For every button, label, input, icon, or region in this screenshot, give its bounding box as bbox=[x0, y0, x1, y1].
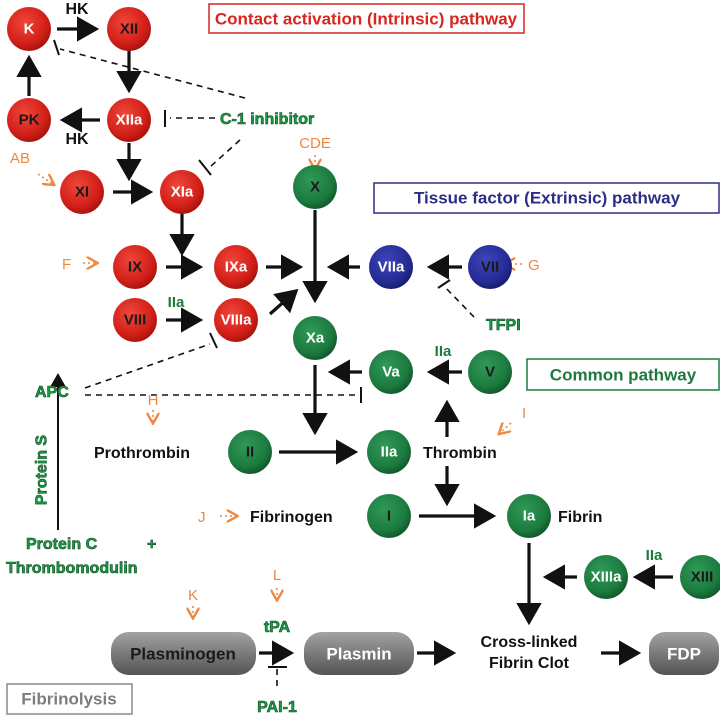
svg-text:PK: PK bbox=[19, 112, 40, 129]
node-viii: VIII bbox=[113, 298, 157, 342]
drug-i: I bbox=[522, 405, 526, 422]
svg-text:Va: Va bbox=[382, 364, 400, 381]
extrinsic-pathway-title: Tissue factor (Extrinsic) pathway bbox=[373, 182, 720, 214]
node-ii: II bbox=[228, 430, 272, 474]
apc-inhibits-viiia bbox=[84, 343, 211, 389]
node-v: V bbox=[468, 350, 512, 394]
pill-fdp: FDP bbox=[649, 632, 719, 675]
svg-text:XIII: XIII bbox=[691, 569, 714, 586]
label-iia-xiii: IIa bbox=[646, 547, 663, 564]
drug-marker-labels: AB CDE F G H I J K L bbox=[10, 135, 540, 604]
node-iia: IIa bbox=[367, 430, 411, 474]
svg-text:Common pathway: Common pathway bbox=[550, 366, 697, 385]
label-apc: APC bbox=[35, 384, 69, 401]
node-pk: PK bbox=[7, 98, 51, 142]
label-iia-v: IIa bbox=[435, 343, 452, 360]
arrow-viiia-to-x bbox=[268, 288, 299, 316]
label-fibrinogen: Fibrinogen bbox=[250, 509, 333, 526]
label-tpa: tPA bbox=[264, 619, 291, 636]
svg-text:FDP: FDP bbox=[667, 645, 701, 664]
drug-k: K bbox=[188, 587, 198, 604]
svg-text:IX: IX bbox=[128, 259, 142, 276]
node-k: K bbox=[7, 7, 51, 51]
drug-h: H bbox=[148, 392, 159, 409]
node-xiii: XIII bbox=[680, 555, 720, 599]
node-va: Va bbox=[369, 350, 413, 394]
node-xi: XI bbox=[60, 170, 104, 214]
svg-text:X: X bbox=[310, 179, 320, 196]
node-x: X bbox=[293, 165, 337, 209]
label-protein-c: Protein C bbox=[26, 536, 98, 553]
label-hk-bottom: HK bbox=[65, 131, 89, 148]
node-xia: XIa bbox=[160, 170, 204, 214]
svg-text:XIIIa: XIIIa bbox=[591, 569, 623, 586]
svg-text:XIIa: XIIa bbox=[116, 112, 143, 129]
svg-text:Fibrinolysis: Fibrinolysis bbox=[21, 690, 116, 709]
fibrinolysis-title: Fibrinolysis bbox=[6, 683, 133, 715]
c1-inhibits-k bbox=[59, 48, 246, 99]
label-thrombomodulin: Thrombomodulin bbox=[6, 560, 138, 577]
node-ixa: IXa bbox=[214, 245, 258, 289]
drug-f: F bbox=[62, 256, 71, 273]
svg-text:VII: VII bbox=[481, 259, 499, 276]
node-vii: VII bbox=[468, 245, 512, 289]
svg-text:Tissue factor (Extrinsic) path: Tissue factor (Extrinsic) pathway bbox=[414, 189, 681, 208]
intrinsic-pathway-title: Contact activation (Intrinsic) pathway bbox=[208, 3, 525, 34]
svg-text:XII: XII bbox=[120, 21, 138, 38]
pill-plasmin: Plasmin bbox=[304, 632, 414, 675]
drug-ab: AB bbox=[10, 150, 30, 167]
label-fibrin: Fibrin bbox=[558, 509, 602, 526]
svg-text:IIa: IIa bbox=[381, 444, 398, 461]
svg-text:XIa: XIa bbox=[171, 184, 194, 201]
label-plus: + bbox=[147, 536, 156, 553]
drug-l: L bbox=[273, 567, 281, 584]
svg-text:XI: XI bbox=[75, 184, 89, 201]
node-viiia: VIIIa bbox=[214, 298, 258, 342]
label-clot-line2: Fibrin Clot bbox=[489, 655, 570, 672]
node-xiia: XIIa bbox=[107, 98, 151, 142]
pill-plasminogen: Plasminogen bbox=[111, 632, 256, 675]
svg-text:Contact activation (Intrinsic): Contact activation (Intrinsic) pathway bbox=[215, 10, 518, 29]
drug-j: J bbox=[198, 509, 206, 526]
svg-text:I: I bbox=[387, 508, 391, 525]
svg-text:IXa: IXa bbox=[225, 259, 248, 276]
label-thrombin: Thrombin bbox=[423, 445, 497, 462]
svg-text:II: II bbox=[246, 444, 254, 461]
drug-cde: CDE bbox=[299, 135, 331, 152]
svg-text:VIII: VIII bbox=[124, 312, 147, 329]
node-ix: IX bbox=[113, 245, 157, 289]
svg-text:Xa: Xa bbox=[306, 330, 325, 347]
node-xiiia: XIIIa bbox=[584, 555, 628, 599]
label-pai1: PAI-1 bbox=[257, 699, 297, 716]
common-pathway-title: Common pathway bbox=[526, 358, 720, 391]
svg-text:Ia: Ia bbox=[523, 508, 536, 525]
label-hk-top: HK bbox=[65, 1, 89, 18]
node-xa: Xa bbox=[293, 316, 337, 360]
node-i: I bbox=[367, 494, 411, 538]
svg-text:Plasminogen: Plasminogen bbox=[130, 645, 236, 664]
label-protein-s: Protein S bbox=[34, 435, 51, 506]
inhibition-bars bbox=[53, 39, 451, 668]
drug-g: G bbox=[528, 257, 540, 274]
label-prothrombin: Prothrombin bbox=[94, 445, 190, 462]
svg-text:V: V bbox=[485, 364, 495, 381]
node-xii: XII bbox=[107, 7, 151, 51]
c1-inhibits-xia bbox=[209, 139, 241, 168]
label-clot-line1: Cross-linked bbox=[481, 634, 578, 651]
label-tfpi: TFPI bbox=[486, 317, 521, 334]
svg-text:VIIIa: VIIIa bbox=[221, 312, 253, 329]
node-ia: Ia bbox=[507, 494, 551, 538]
label-iia-viii: IIa bbox=[168, 294, 185, 311]
drug-arrows bbox=[37, 155, 522, 617]
tfpi-inhibits-viia bbox=[441, 283, 475, 318]
reaction-arrows bbox=[16, 16, 673, 666]
inhibition-lines bbox=[59, 48, 475, 686]
svg-text:Plasmin: Plasmin bbox=[326, 645, 391, 664]
node-viia: VIIa bbox=[369, 245, 413, 289]
svg-text:K: K bbox=[24, 21, 35, 38]
svg-text:VIIa: VIIa bbox=[378, 259, 405, 276]
label-c1-inhibitor: C-1 inhibitor bbox=[220, 111, 314, 128]
